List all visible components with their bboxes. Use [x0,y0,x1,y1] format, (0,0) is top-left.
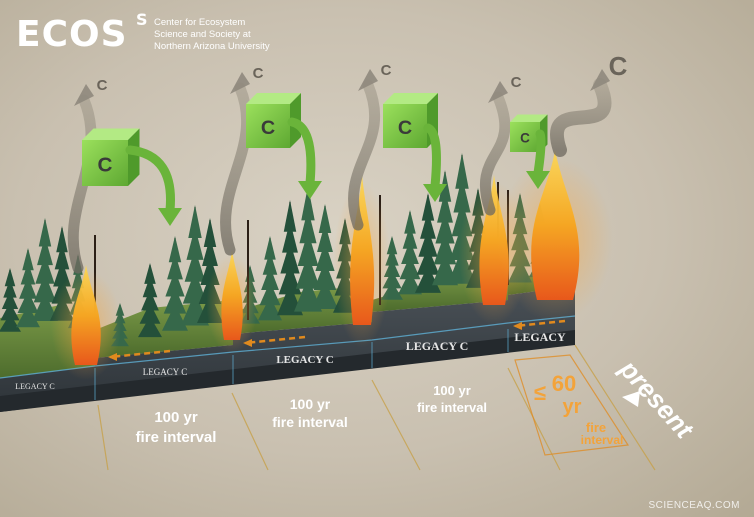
conifer-tree [162,236,188,331]
arrow-head-icon [526,171,550,189]
org-line-2: Science and Society at [154,29,251,40]
carbon-cube: C [383,93,438,148]
cube-carbon-label: C [398,117,412,139]
cube-carbon-label: C [261,117,275,139]
org-line-3: Northern Arizona University [154,41,270,52]
cube-carbon-label: C [98,153,113,176]
interval-boundary-line [574,344,656,471]
recent-interval-symbol: ≤ [534,380,546,405]
legacy-carbon-arrow [514,319,566,328]
smoke-arrow-head-icon [74,84,94,106]
conifer-tree [32,218,58,321]
arrow-head-icon [423,184,447,202]
interval-3-years: 100 yr [433,383,471,398]
smoke-plume: C [479,74,522,216]
released-carbon-label: C [609,51,628,81]
interval-boundary-line [371,379,421,471]
smoke-plumes: C C C C C [67,51,628,274]
ecoss-logo: ECOS S Center for Ecosystem Science and … [16,10,316,58]
carbon-uptake-arrow [125,145,182,226]
released-carbon-label: C [381,62,392,79]
watermark: SCIENCEAQ.COM [648,500,740,511]
arrow-head-icon [298,181,322,199]
carbon-cube: C [246,93,301,148]
conifer-tree [277,200,303,316]
legacy-carbon-arrow [109,349,171,359]
recent-interval-value: 60 [552,371,576,396]
legacy-arrow-head-icon [513,322,522,330]
interval-2-label: fire interval [272,414,347,430]
conifer-tree [0,268,21,332]
smoke-arrow-head-icon [590,69,610,91]
released-carbon-label: C [253,65,264,82]
recent-interval-box [514,354,630,456]
carbon-uptake-arrow [526,129,550,189]
fire-flame [497,150,613,323]
smoke-arrow-head-icon [358,69,378,91]
fire-flames [50,150,613,380]
conifer-tree [138,263,162,338]
arrow-head-icon [158,208,182,226]
released-carbon-label: C [511,74,522,91]
recent-interval-line-2: interval [581,433,624,447]
logo-superscript: S [136,10,148,29]
cube-carbon-label: C [520,130,530,145]
interval-boundary-line [97,404,109,471]
legacy-c-label-2: LEGACY C [143,367,187,377]
interval-2-years: 100 yr [290,396,331,412]
smoke-plume: C [348,62,392,231]
conifer-tree [415,193,441,293]
fire-flame [50,265,122,380]
org-line-1: Center for Ecosystem [154,17,246,28]
conifer-tree [258,236,282,321]
legacy-carbon-arrow [244,335,306,345]
smoke-plume: C [220,65,264,256]
interval-boundary-line [231,392,269,471]
legacy-c-label-4: LEGACY C [406,339,469,353]
conifer-tree [312,204,338,309]
recent-interval-unit: yr [563,396,582,418]
carbon-uptake-arrow [287,117,322,199]
released-carbon-label: C [97,77,108,94]
soil-slab-front [0,330,575,412]
smoke-arrow-head-icon [488,81,508,103]
legacy-c-label-1: LEGACY C [15,382,54,391]
fire-flame [206,250,258,354]
conifer-tree [398,210,422,295]
legacy-c-label-3: LEGACY C [276,354,333,366]
conifer-tree [16,248,40,328]
fire-flame [333,175,391,348]
smoke-plume: C [550,51,628,157]
org-name: Center for Ecosystem Science and Society… [154,17,314,53]
present-arrow-icon [622,391,640,407]
carbon-uptake-arrow [423,123,447,202]
conifer-tree [294,186,322,312]
smoke-arrow-head-icon [230,72,250,94]
interval-1-label: fire interval [136,429,217,446]
legacy-c-label-5: LEGACY [514,330,566,344]
interval-3-label: fire interval [417,400,487,415]
fire-intervals [97,344,656,471]
carbon-cube: C [510,114,548,152]
interval-1-years: 100 yr [154,409,198,426]
carbon-cube: C [82,128,140,186]
logo-text: ECOS [16,14,128,55]
carbon-cubes: C C C C [82,93,550,226]
recent-interval-line-1: fire [586,420,606,435]
